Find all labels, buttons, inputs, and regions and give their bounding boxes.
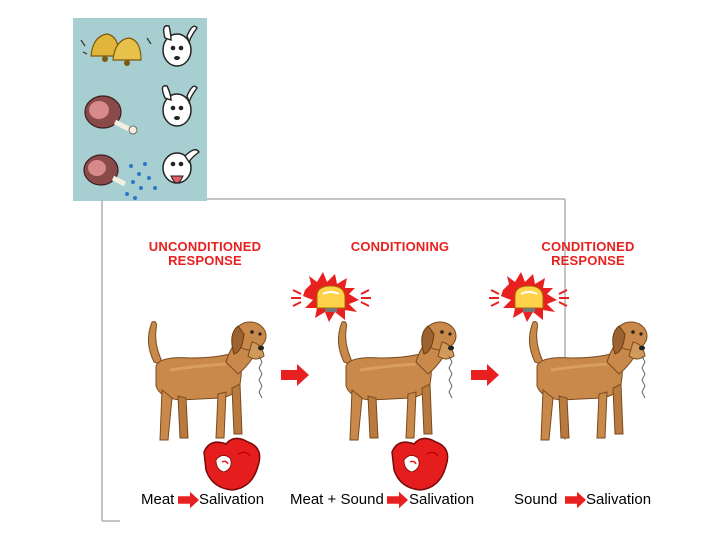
dog-icon: [336, 320, 458, 442]
heading-line: RESPONSE: [168, 253, 242, 268]
dog-icon: [527, 320, 649, 442]
dog-icon: [162, 149, 200, 184]
heading-line: CONDITIONING: [350, 239, 450, 254]
drool-drops: [125, 162, 157, 200]
caption-response: Salivation: [199, 491, 265, 508]
caption-response: Salivation: [586, 491, 652, 508]
dog-icon: [162, 25, 198, 67]
heading-conditioned: CONDITIONED RESPONSE: [528, 240, 648, 268]
arrow-right-icon: [178, 491, 199, 509]
alarm-bell-icon: [290, 271, 372, 323]
drool-icon: [641, 355, 646, 399]
heading-line: UNCONDITIONED: [148, 239, 262, 254]
steak-icon: [203, 437, 261, 491]
steak-icon: [391, 437, 449, 491]
caption-stimulus: Meat: [141, 491, 175, 508]
heading-unconditioned: UNCONDITIONED RESPONSE: [135, 240, 275, 268]
caption-stimulus: Meat + Sound: [290, 491, 384, 508]
arrow-right-icon: [565, 491, 586, 509]
arrow-right-icon: [471, 364, 499, 386]
arrow-right-icon: [281, 364, 309, 386]
inset-illustration: [80, 25, 200, 200]
caption-stimulus: Sound: [514, 491, 558, 508]
heading-line: CONDITIONED: [541, 239, 635, 254]
drool-icon: [258, 355, 263, 399]
caption-response: Salivation: [409, 491, 475, 508]
dog-icon: [146, 320, 268, 442]
ham-icon: [84, 95, 138, 135]
alarm-bell-icon: [488, 271, 570, 323]
heading-conditioning: CONDITIONING: [335, 240, 465, 254]
inset-panel: [73, 18, 207, 201]
heading-line: RESPONSE: [551, 253, 625, 268]
dog-icon: [161, 85, 198, 127]
bell-icon: [80, 33, 152, 66]
arrow-right-icon: [387, 491, 408, 509]
ham-icon: [83, 154, 127, 187]
drool-icon: [448, 355, 453, 399]
